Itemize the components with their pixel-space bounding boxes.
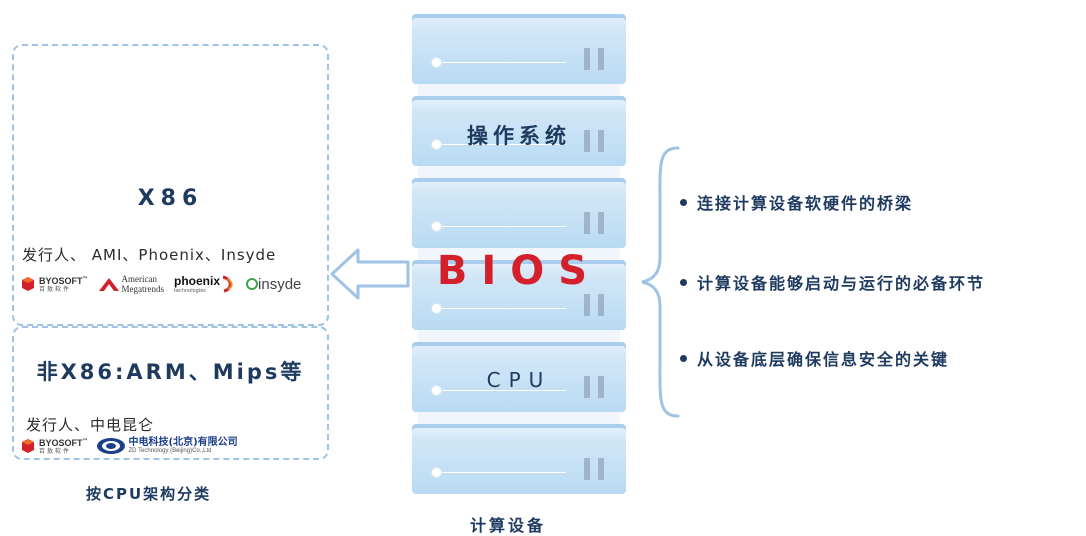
led-icon bbox=[432, 468, 441, 477]
byosoft-logo-text: BYOSOFT bbox=[39, 276, 83, 286]
phoenix-swirl-icon bbox=[222, 275, 233, 293]
curly-brace-icon bbox=[641, 146, 680, 418]
insyde-logo-text: insyde bbox=[258, 275, 302, 293]
byosoft-logo: BYOSOFT™ 百敖软件 bbox=[20, 274, 88, 294]
ami-mark-icon bbox=[98, 278, 119, 291]
os-label: 操作系统 bbox=[467, 124, 571, 148]
led-icon bbox=[432, 222, 441, 231]
insyde-mark-icon bbox=[246, 278, 259, 290]
rack-unit-bios bbox=[412, 260, 626, 330]
led-icon bbox=[432, 386, 441, 395]
rack-unit-1 bbox=[412, 14, 626, 84]
ami-logo: American Megatrends bbox=[98, 274, 165, 294]
non-x86-title: 非X86:ARM、Mips等 bbox=[36, 360, 305, 384]
x86-logo-row: BYOSOFT™ 百敖软件 American Megatrends phoeni… bbox=[20, 274, 301, 294]
x86-box: X86 发行人、 AMI、Phoenix、Insyde BYOSOFT™ 百敖软… bbox=[12, 44, 329, 326]
rack-unit-cpu: CPU bbox=[412, 342, 626, 412]
led-icon bbox=[432, 140, 441, 149]
bullet-icon bbox=[680, 354, 687, 362]
x86-title: X86 bbox=[137, 186, 204, 211]
classify-caption: 按CPU架构分类 bbox=[86, 485, 212, 503]
arrow-left-icon bbox=[330, 248, 410, 300]
led-icon bbox=[432, 58, 441, 67]
zd-tech-logo-cn: 中电科技(北京)有限公司 bbox=[128, 437, 238, 448]
point-item: 从设备底层确保信息安全的关键 bbox=[680, 346, 949, 370]
phoenix-logo-text: phoenix bbox=[174, 273, 221, 288]
byosoft-mark-icon bbox=[22, 277, 34, 291]
bios-label: BIOS bbox=[436, 248, 602, 294]
phoenix-logo-sub: technologies bbox=[174, 287, 206, 294]
point-item: 连接计算设备软硬件的桥梁 bbox=[680, 190, 913, 214]
cpu-label: CPU bbox=[486, 368, 552, 392]
zd-tech-logo: 中电科技(北京)有限公司 ZD Technology (Beijing)Co.,… bbox=[96, 437, 238, 455]
byosoft-logo-cn: 百敖软件 bbox=[39, 448, 72, 455]
byosoft-tm: ™ bbox=[82, 438, 88, 444]
insyde-logo: insyde bbox=[246, 276, 301, 293]
server-rack: 操作系统 CPU bbox=[412, 14, 626, 502]
non-x86-logo-row: BYOSOFT™ 百敖软件 中电科技(北京)有限公司 ZD Technology… bbox=[20, 436, 238, 456]
point-text: 计算设备能够启动与运行的必备环节 bbox=[697, 274, 986, 293]
point-item: 计算设备能够启动与运行的必备环节 bbox=[680, 270, 985, 294]
bullet-icon bbox=[680, 278, 687, 286]
rack-unit-3 bbox=[412, 178, 626, 248]
byosoft-logo: BYOSOFT™ 百敖软件 bbox=[20, 436, 88, 456]
rack-unit-6 bbox=[412, 424, 626, 494]
byosoft-mark-icon bbox=[22, 439, 34, 453]
point-text: 连接计算设备软硬件的桥梁 bbox=[697, 194, 914, 213]
byosoft-logo-text: BYOSOFT bbox=[39, 438, 83, 448]
rack-unit-os: 操作系统 bbox=[412, 96, 626, 166]
non-x86-box: 非X86:ARM、Mips等 发行人、中电昆仑 BYOSOFT™ 百敖软件 中电… bbox=[12, 326, 329, 460]
rack-caption: 计算设备 bbox=[470, 516, 547, 535]
x86-publishers: 发行人、 AMI、Phoenix、Insyde bbox=[22, 246, 277, 264]
bullet-icon bbox=[680, 198, 687, 206]
point-text: 从设备底层确保信息安全的关键 bbox=[697, 350, 950, 369]
zd-tech-logo-en: ZD Technology (Beijing)Co.,Ltd bbox=[128, 448, 212, 454]
zd-tech-mark-icon bbox=[96, 438, 125, 454]
non-x86-publishers: 发行人、中电昆仑 bbox=[26, 416, 155, 434]
ami-logo-line1: American bbox=[121, 274, 157, 284]
byosoft-tm: ™ bbox=[82, 276, 88, 282]
phoenix-logo: phoenix technologies bbox=[174, 273, 236, 294]
ami-logo-line2: Megatrends bbox=[121, 284, 165, 294]
byosoft-logo-cn: 百敖软件 bbox=[39, 286, 72, 293]
led-icon bbox=[432, 304, 441, 313]
